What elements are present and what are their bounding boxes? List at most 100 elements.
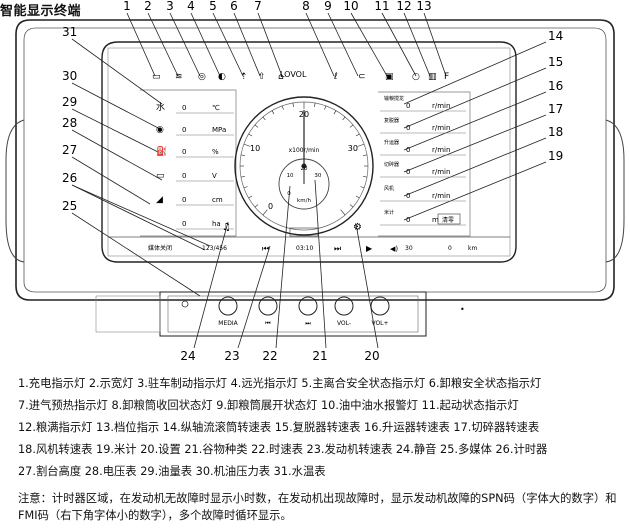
voltage-icon: ▭ [156,171,165,181]
rpm-tick [254,204,259,208]
width-lamp-icon: ≋ [175,72,183,82]
hardware-button-4[interactable] [334,296,354,316]
rpm-tick-label: 30 [348,144,358,153]
leader-top-8 [305,12,335,77]
leader-bottom-20 [355,223,379,349]
leader-top-10 [350,12,388,77]
legend-line: 27.割台高度 28.电压表 29.油量表 30.机油压力表 31.水温表 [18,465,326,478]
left-gauge-value: 0 [182,148,186,156]
leader-left-26 [71,184,206,251]
callout-top-6: 6 [230,0,238,13]
right-gauge-unit: r/min [432,146,450,154]
media-next-icon[interactable]: ⏭ [334,244,341,253]
leader-top-9 [327,12,359,77]
legend-line: 7.进气预热指示灯 8.卸粮筒收回状态灯 9.卸粮筒展开状态灯 10.油中油水报… [18,399,519,412]
right-gauge-unit: r/min [432,102,450,110]
left-speaker [95,295,161,333]
hardware-button-label: VOL- [337,320,351,327]
right-gauge-label: 升运器 [384,139,399,146]
leader-right-16 [403,91,547,151]
timer-display: 03:10 [296,245,313,252]
leader-left-30 [71,82,163,131]
rpm-tick [262,209,268,216]
preheat-icon: ⌂ [278,72,284,82]
left-mount [5,119,25,263]
leader-top-6 [233,12,261,77]
hardware-button-1[interactable] [218,296,238,316]
callout-bottom-22: 22 [262,349,277,363]
settings-icon[interactable]: ⚙ [353,222,362,233]
right-gauge-value: 0 [406,146,410,154]
speed-tick-label: 0 [287,191,291,197]
right-gauge-label: 复脱器 [384,117,399,124]
grain-full-icon: ▥ [428,72,437,82]
terminal-housing-inner [23,27,607,293]
left-gauge-unit: ha [212,220,221,228]
rpm-tick [360,186,365,189]
left-gauge-unit: % [212,148,219,156]
leader-top-11 [381,12,417,77]
parking-brake-icon: ◎ [198,72,206,82]
right-gauge-label: 切碎器 [384,161,399,168]
hardware-button-label: MEDIA [218,320,238,327]
callout-top-8: 8 [302,0,310,13]
leader-right-15 [403,67,547,129]
distance-unit: km [468,245,477,252]
leader-left-27 [71,156,151,205]
track-counter: 123/456 [202,245,227,252]
callout-bottom-24: 24 [180,349,195,363]
leader-left-26b [71,184,211,247]
callout-right-19: 19 [548,149,563,163]
dial-outer-ring [234,96,374,236]
media-play-icon[interactable]: ▶ [366,244,373,253]
callout-right-15: 15 [548,55,563,69]
rpm-tick [248,133,253,137]
rpm-tick [349,204,354,208]
unload-extend-icon: ⊂ [358,72,366,82]
hardware-button-label: VOL+ [371,320,388,327]
mute-icon[interactable]: ♫ [222,222,231,233]
leader-top-13 [423,12,447,77]
leader-right-17 [403,114,547,173]
water-temp-icon: 水 [156,101,165,113]
right-gauge-value: 0 [406,124,410,132]
charge-icon: ▭ [152,72,161,82]
leader-top-2 [147,12,179,77]
leader-bottom-22 [275,185,291,349]
grain-type-box [289,227,319,237]
hardware-button-2[interactable] [258,296,278,316]
leader-top-12 [403,12,431,77]
rpm-tick [357,143,365,147]
right-gauge-label: 风机 [384,185,394,192]
hardware-button-3[interactable] [298,296,318,316]
callout-left-27: 27 [62,143,77,157]
callout-right-14: 14 [548,29,563,43]
volume-value: 30 [405,245,413,252]
rpm-tick [292,102,294,107]
media-prev-icon[interactable]: ⏮ [262,244,269,253]
callout-top-4: 4 [187,0,195,13]
hardware-button-5[interactable] [370,296,390,316]
clear-button-label: 清零 [442,216,454,224]
hardware-button-label: ⏮ [265,320,271,327]
right-panel-border [378,91,471,237]
rpm-tick [355,195,360,199]
hardware-button-label: ⏭ [305,320,311,327]
rpm-tick [363,176,368,178]
right-gauge-unit: r/min [432,168,450,176]
rpm-tick [271,110,275,115]
screen-panel [107,47,511,257]
callout-top-13: 13 [416,0,431,13]
button-strip-inner [167,295,419,333]
right-gauge-value: 0 [406,192,410,200]
legend-line: 18.风机转速表 19.米计 20.设置 21.谷物种类 22.时速表 23.发… [18,443,548,456]
callout-bottom-21: 21 [312,349,327,363]
rpm-tick [262,116,266,121]
speed-tick-label: 10 [287,173,294,179]
left-panel-border [140,89,237,237]
rpm-tick [314,102,316,107]
callout-top-2: 2 [144,0,152,13]
callout-left-30: 30 [62,69,77,83]
clear-button[interactable] [437,213,461,225]
